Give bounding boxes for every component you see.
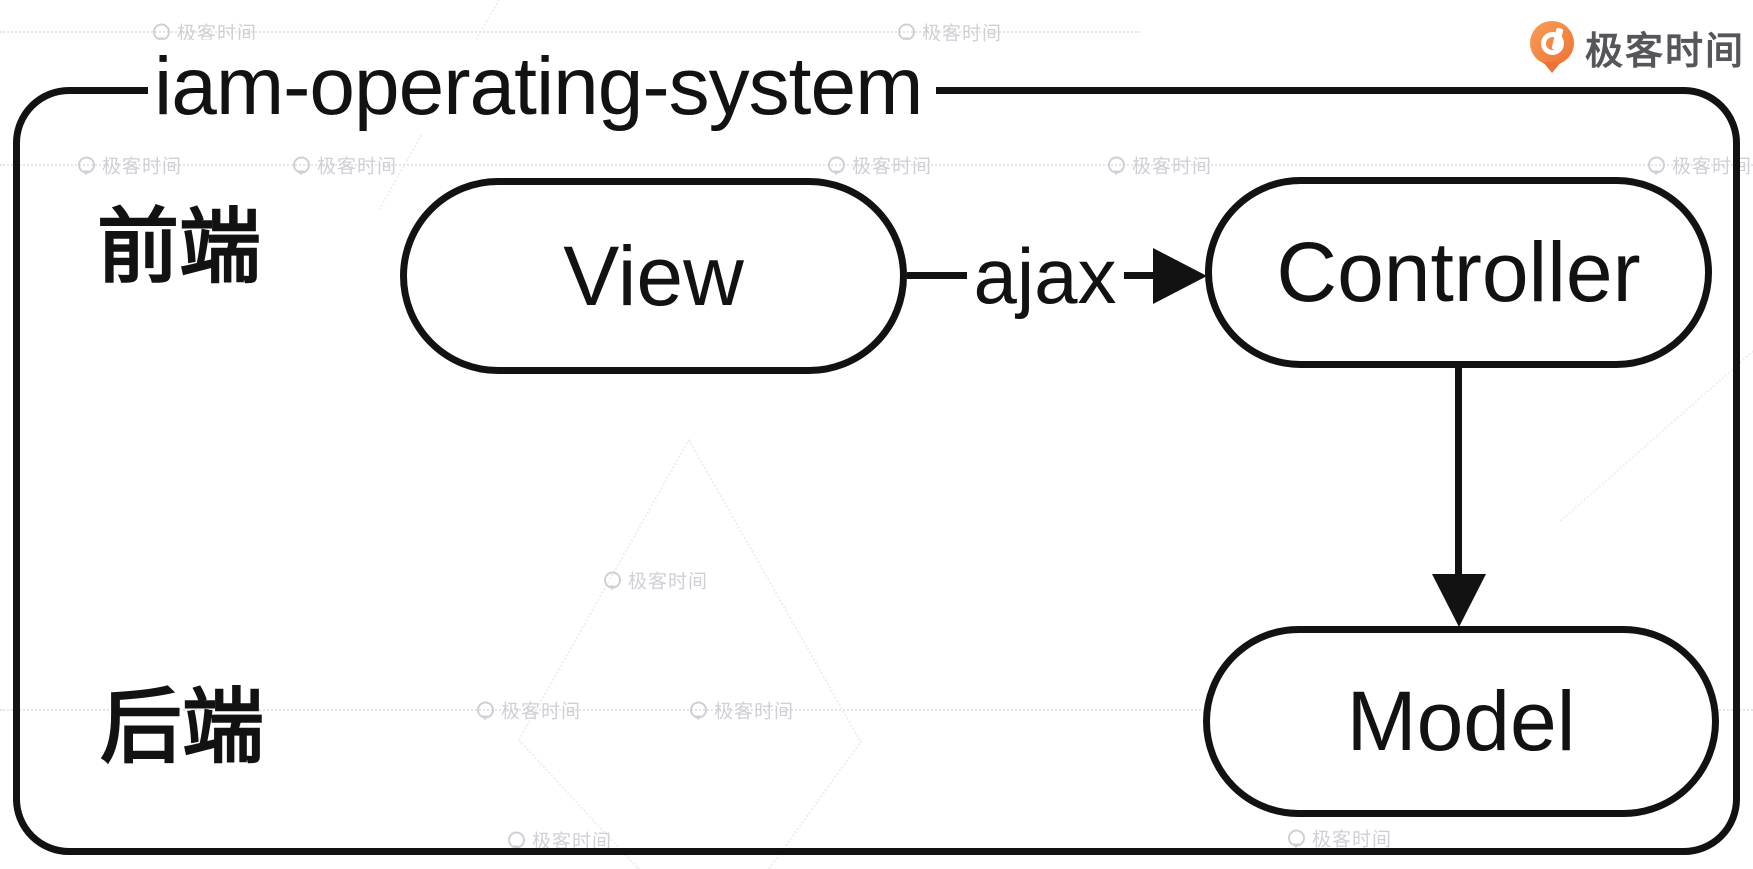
watermark: 极客时间: [1107, 152, 1213, 179]
watermark: 极客时间: [1287, 825, 1393, 852]
watermark-pin-icon: [689, 701, 707, 721]
arrowhead-down-icon: [1432, 574, 1486, 627]
watermark-pin-icon: [77, 156, 95, 176]
watermark-text: 极客时间: [851, 156, 933, 178]
watermark-pin-icon: [603, 571, 621, 591]
watermark-text: 极客时间: [713, 701, 795, 723]
edge-view-controller-line-right: [1124, 272, 1156, 279]
watermark-text: 极客时间: [627, 571, 709, 593]
watermark-pin-icon: [476, 701, 494, 721]
watermark-pin-icon: [1647, 156, 1665, 176]
watermark-text: 极客时间: [500, 701, 582, 723]
watermark-pin-icon: [152, 23, 170, 43]
watermark-dotted-line: [0, 31, 1140, 33]
watermark: 极客时间: [603, 567, 709, 594]
watermark-dotted-line: [0, 709, 1753, 711]
watermark-text: 极客时间: [1311, 829, 1393, 851]
watermark: 极客时间: [476, 697, 582, 724]
geektime-logo-text: 极客时间: [1584, 31, 1745, 73]
watermark-text: 极客时间: [1671, 156, 1753, 178]
watermark-pin-icon: [1287, 829, 1305, 849]
watermark-pin-icon: [292, 156, 310, 176]
watermark: 极客时间: [77, 152, 183, 179]
node-controller-label: Controller: [1276, 225, 1641, 319]
diagram-title: iam-operating-system: [148, 39, 937, 135]
geektime-logo: 极客时间: [1529, 20, 1745, 75]
watermark: 极客时间: [689, 697, 795, 724]
watermark-pin-icon: [897, 23, 915, 43]
watermark-text: 极客时间: [176, 23, 258, 45]
watermark-text: 极客时间: [101, 156, 183, 178]
pin-ring: [1540, 31, 1564, 55]
node-controller: Controller: [1205, 177, 1712, 368]
node-view: View: [400, 178, 907, 374]
edge-view-controller-line-left: [907, 272, 967, 279]
watermark: 极客时间: [827, 152, 933, 179]
node-view-label: View: [563, 228, 744, 323]
watermark-pin-icon: [1107, 156, 1125, 176]
arrowhead-right-icon: [1153, 248, 1207, 304]
watermark-pin-icon: [827, 156, 845, 176]
watermark-text: 极客时间: [921, 23, 1003, 45]
lane-label-backend: 后端: [100, 682, 265, 773]
watermark: 极客时间: [1647, 152, 1753, 179]
node-model: Model: [1203, 626, 1719, 817]
lane-label-frontend: 前端: [97, 202, 262, 293]
edge-controller-model-line: [1455, 364, 1462, 576]
watermark: 极客时间: [292, 152, 398, 179]
watermark-dotted-line: [0, 164, 1753, 166]
edge-view-controller-label: ajax: [973, 231, 1117, 320]
watermark-text: 极客时间: [1131, 156, 1213, 178]
geektime-pin-icon: [1529, 20, 1575, 75]
watermark-text: 极客时间: [316, 156, 398, 178]
watermark-text: 极客时间: [531, 831, 613, 853]
pin-tail: [1542, 61, 1561, 82]
node-model-label: Model: [1346, 674, 1576, 768]
